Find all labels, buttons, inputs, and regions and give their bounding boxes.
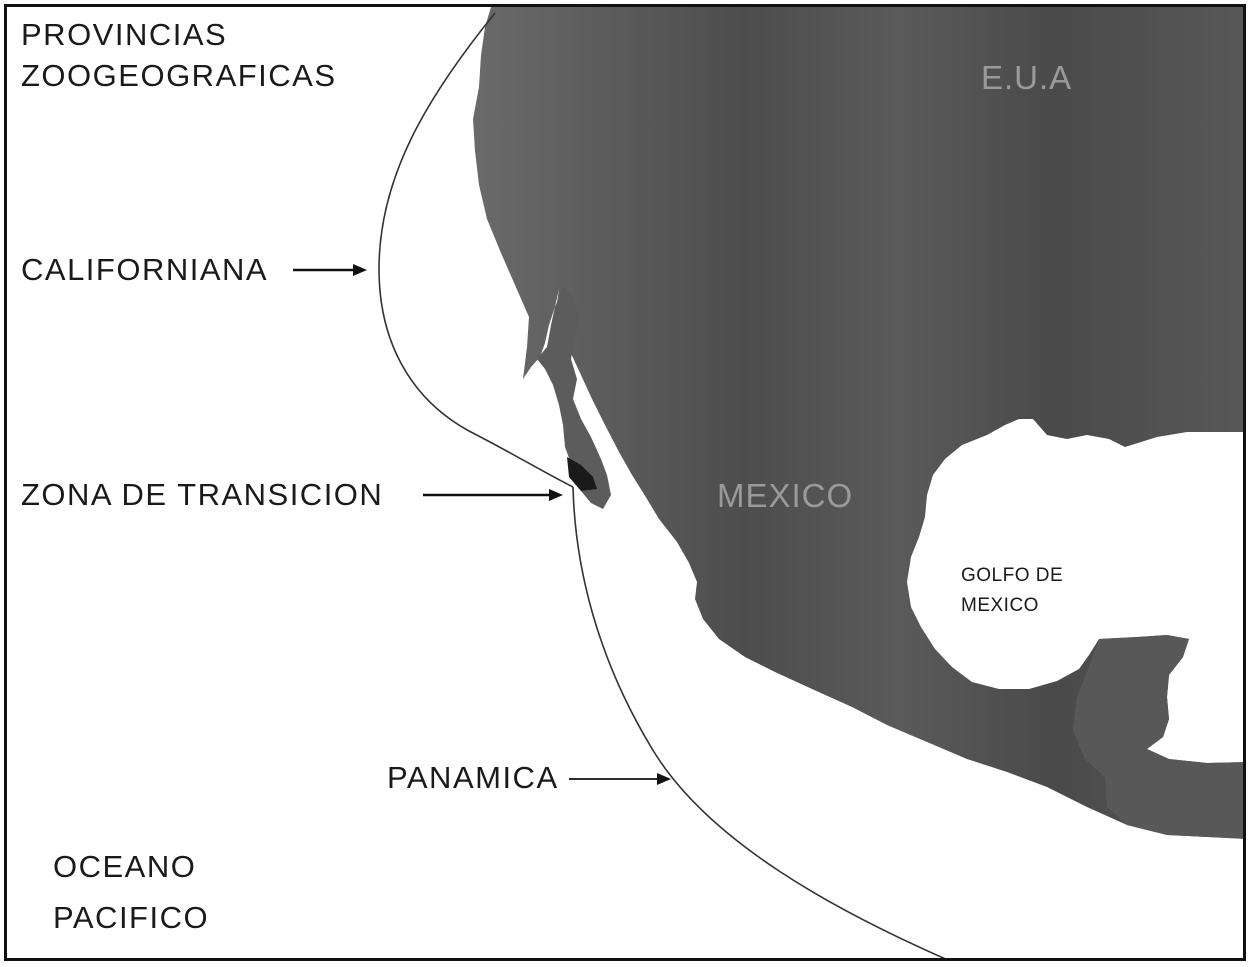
- label-panamica: PANAMICA: [387, 760, 559, 795]
- panamica-boundary-line: [572, 486, 946, 958]
- label-mexico: MEXICO: [717, 477, 854, 514]
- map-canvas: [293, 7, 1243, 958]
- panamica-arrow: [569, 773, 671, 785]
- label-oceano-line2: PACIFICO: [53, 900, 210, 935]
- mainland-landmass: [473, 7, 1243, 839]
- label-golfo-line1: GOLFO DE: [961, 565, 1064, 586]
- label-zona-transicion: ZONA DE TRANSICION: [21, 477, 384, 512]
- label-eua: E.U.A: [981, 59, 1073, 96]
- californiana-arrow: [293, 264, 367, 276]
- transition-zone-area: [567, 457, 597, 491]
- californiana-boundary-line: [378, 12, 574, 488]
- map-title-line2: ZOOGEOGRAFICAS: [21, 58, 337, 93]
- map-title-line1: PROVINCIAS: [21, 17, 228, 52]
- map-frame: PROVINCIAS ZOOGEOGRAFICAS E.U.A CALIFORN…: [4, 4, 1246, 961]
- label-golfo-line2: MEXICO: [961, 595, 1039, 616]
- baja-california-landmass: [537, 287, 611, 509]
- label-californiana: CALIFORNIANA: [21, 252, 269, 287]
- zona-transicion-arrow: [423, 489, 563, 501]
- central-america-landmass: [1073, 635, 1243, 839]
- label-oceano-line1: OCEANO: [53, 849, 197, 884]
